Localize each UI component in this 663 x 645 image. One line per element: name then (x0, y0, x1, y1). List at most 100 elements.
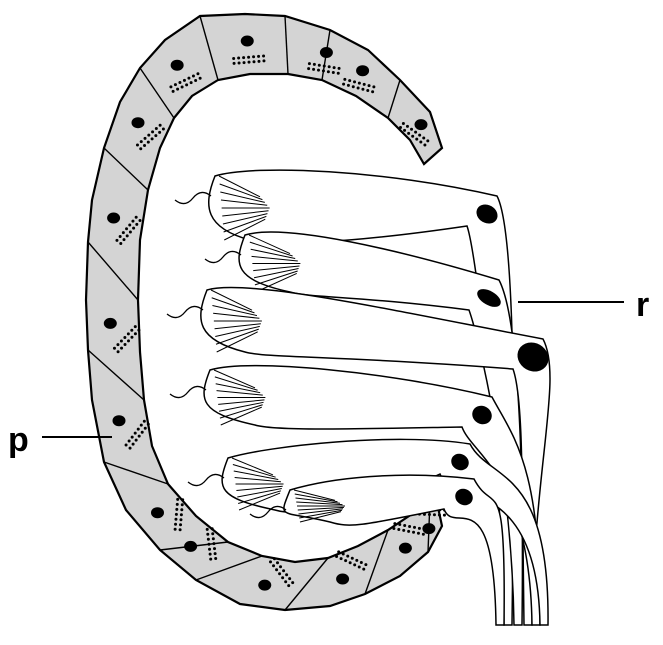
pigment-granule (154, 134, 157, 137)
pigment-granule (262, 59, 265, 62)
pigment-granule (176, 503, 179, 506)
pigment-granule (139, 147, 142, 150)
pigment-granule (269, 560, 272, 563)
pigment-granule (147, 141, 150, 144)
pigment-granule (132, 227, 135, 230)
pigment-granule (418, 134, 421, 137)
pigment-granule (344, 559, 347, 562)
pigment-granule (132, 443, 135, 446)
pigment-granule (135, 223, 138, 226)
pigment-granule (248, 61, 251, 64)
pigment-nucleus (151, 507, 164, 518)
pigment-granule (175, 513, 178, 516)
pigment-granule (276, 561, 279, 564)
pigment-granule (211, 532, 214, 535)
pigment-granule (312, 68, 315, 71)
pigment-granule (278, 572, 281, 575)
pigment-granule (422, 533, 425, 536)
pigment-granule (159, 124, 162, 127)
connecting-filament (205, 251, 241, 262)
pigment-granule (151, 130, 154, 133)
pigment-granule (125, 444, 128, 447)
pigment-nucleus (104, 318, 117, 329)
pigment-granule (406, 125, 409, 128)
pigment-granule (175, 508, 178, 511)
pigment-granule (135, 216, 138, 219)
pigment-granule (402, 529, 405, 532)
pigment-granule (415, 138, 418, 141)
pigment-granule (122, 238, 125, 241)
pigment-granule (134, 432, 137, 435)
pigment-granule (349, 561, 352, 564)
pigment-granule (212, 542, 215, 545)
pigment-nucleus (422, 523, 435, 534)
pigment-granule (412, 531, 415, 534)
pigment-granule (131, 220, 134, 223)
pigment-granule (212, 537, 215, 540)
pigment-granule (410, 128, 413, 131)
pigment-granule (422, 136, 425, 139)
pigment-granule (113, 347, 116, 350)
pigment-granule (179, 523, 182, 526)
pigment-granule (213, 547, 216, 550)
pigment-nucleus (258, 580, 271, 591)
pigment-granule (233, 62, 236, 65)
pigment-granule (363, 83, 366, 86)
pigment-granule (346, 555, 349, 558)
pigment-granule (348, 79, 351, 82)
pigment-granule (207, 543, 210, 546)
pigment-granule (364, 563, 367, 566)
pigment-granule (119, 242, 122, 245)
pigment-granule (332, 71, 335, 74)
pigment-granule (333, 66, 336, 69)
connecting-filament (167, 306, 203, 317)
pigment-granule (169, 85, 172, 88)
pigment-granule (403, 524, 406, 527)
pigment-granule (287, 584, 290, 587)
pigment-granule (134, 332, 137, 335)
pigment-granule (174, 518, 177, 521)
pigment-granule (180, 513, 183, 516)
pigment-granule (361, 88, 364, 91)
pigment-granule (151, 137, 154, 140)
pigment-granule (252, 55, 255, 58)
pigment-granule (338, 67, 341, 70)
pigment-granule (179, 528, 182, 531)
pigment-granule (238, 62, 241, 65)
pigment-granule (327, 70, 330, 73)
pigment-granule (126, 234, 129, 237)
pigment-granule (176, 88, 179, 91)
pigment-granule (119, 235, 122, 238)
pigment-granule (347, 84, 350, 87)
pigment-granule (358, 566, 361, 569)
pigment-granule (206, 533, 209, 536)
pigment-granule (120, 347, 123, 350)
pigment-granule (194, 79, 197, 82)
pigment-granule (183, 79, 186, 82)
pigment-granule (414, 131, 417, 134)
pigment-granule (353, 563, 356, 566)
pigment-granule (342, 83, 345, 86)
pigment-granule (192, 74, 195, 77)
pigment-granule (123, 336, 126, 339)
pigment-granule (120, 340, 123, 343)
pigment-granule (423, 143, 426, 146)
pigment-granule (209, 558, 212, 561)
pigment-granule (122, 231, 125, 234)
pigment-granule (362, 568, 365, 571)
pigment-granule (196, 72, 199, 75)
pigment-granule (181, 85, 184, 88)
pigment-nucleus (113, 415, 126, 426)
label-r: r (636, 286, 649, 324)
pigment-granule (187, 77, 190, 80)
pigment-granule (313, 63, 316, 66)
pigment-granule (127, 339, 130, 342)
pigment-granule (162, 128, 165, 131)
pigment-granule (351, 557, 354, 560)
pigment-nucleus (107, 213, 120, 224)
pigment-granule (207, 538, 210, 541)
pigment-granule (372, 85, 375, 88)
pigment-granule (135, 439, 138, 442)
pigment-granule (208, 548, 211, 551)
pigment-granule (115, 239, 118, 242)
